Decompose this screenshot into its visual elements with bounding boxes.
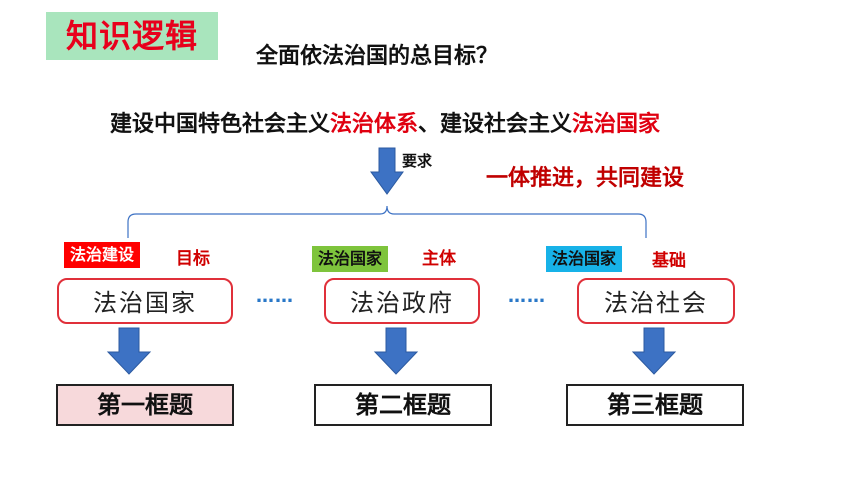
column-1-tag: 法治建设 xyxy=(64,242,141,268)
column-1-note: 目标 xyxy=(176,249,210,269)
down-arrow-2 xyxy=(373,327,419,375)
goal-part-3: 、建设社会主义 xyxy=(418,112,573,137)
column-3-pill: 法治社会 xyxy=(577,278,735,324)
column-2-pill: 法治政府 xyxy=(324,278,480,324)
goal-highlight-country: 法治国家 xyxy=(572,112,661,137)
column-2-tag: 法治国家 xyxy=(312,246,389,272)
goal-highlight-system: 法治体系 xyxy=(330,112,419,137)
column-1-box: 第一框题 xyxy=(56,384,234,426)
column-1-pill: 法治国家 xyxy=(57,278,233,324)
main-question: 全面依法治国的总目标？ xyxy=(256,44,499,69)
main-down-arrow xyxy=(370,147,404,195)
requirement-label: 要求 xyxy=(402,152,433,170)
down-arrow-1 xyxy=(106,327,152,375)
column-3-box: 第三框题 xyxy=(566,384,744,426)
separator-1: …… xyxy=(256,286,294,307)
separator-2: …… xyxy=(508,286,546,307)
column-2-note: 主体 xyxy=(422,249,456,269)
branch-brace xyxy=(127,205,647,238)
column-2-box: 第二框题 xyxy=(314,384,492,426)
down-arrow-3 xyxy=(631,327,677,375)
overall-goal: 建设中国特色社会主义法治体系、建设社会主义法治国家 xyxy=(110,106,660,138)
column-3-tag: 法治国家 xyxy=(546,246,623,272)
goal-part-1: 建设中国特色社会主义 xyxy=(110,112,331,137)
slogan: 一体推进，共同建设 xyxy=(486,166,685,191)
knowledge-logic-tag: 知识逻辑 xyxy=(46,12,218,60)
column-3-note: 基础 xyxy=(652,251,686,271)
